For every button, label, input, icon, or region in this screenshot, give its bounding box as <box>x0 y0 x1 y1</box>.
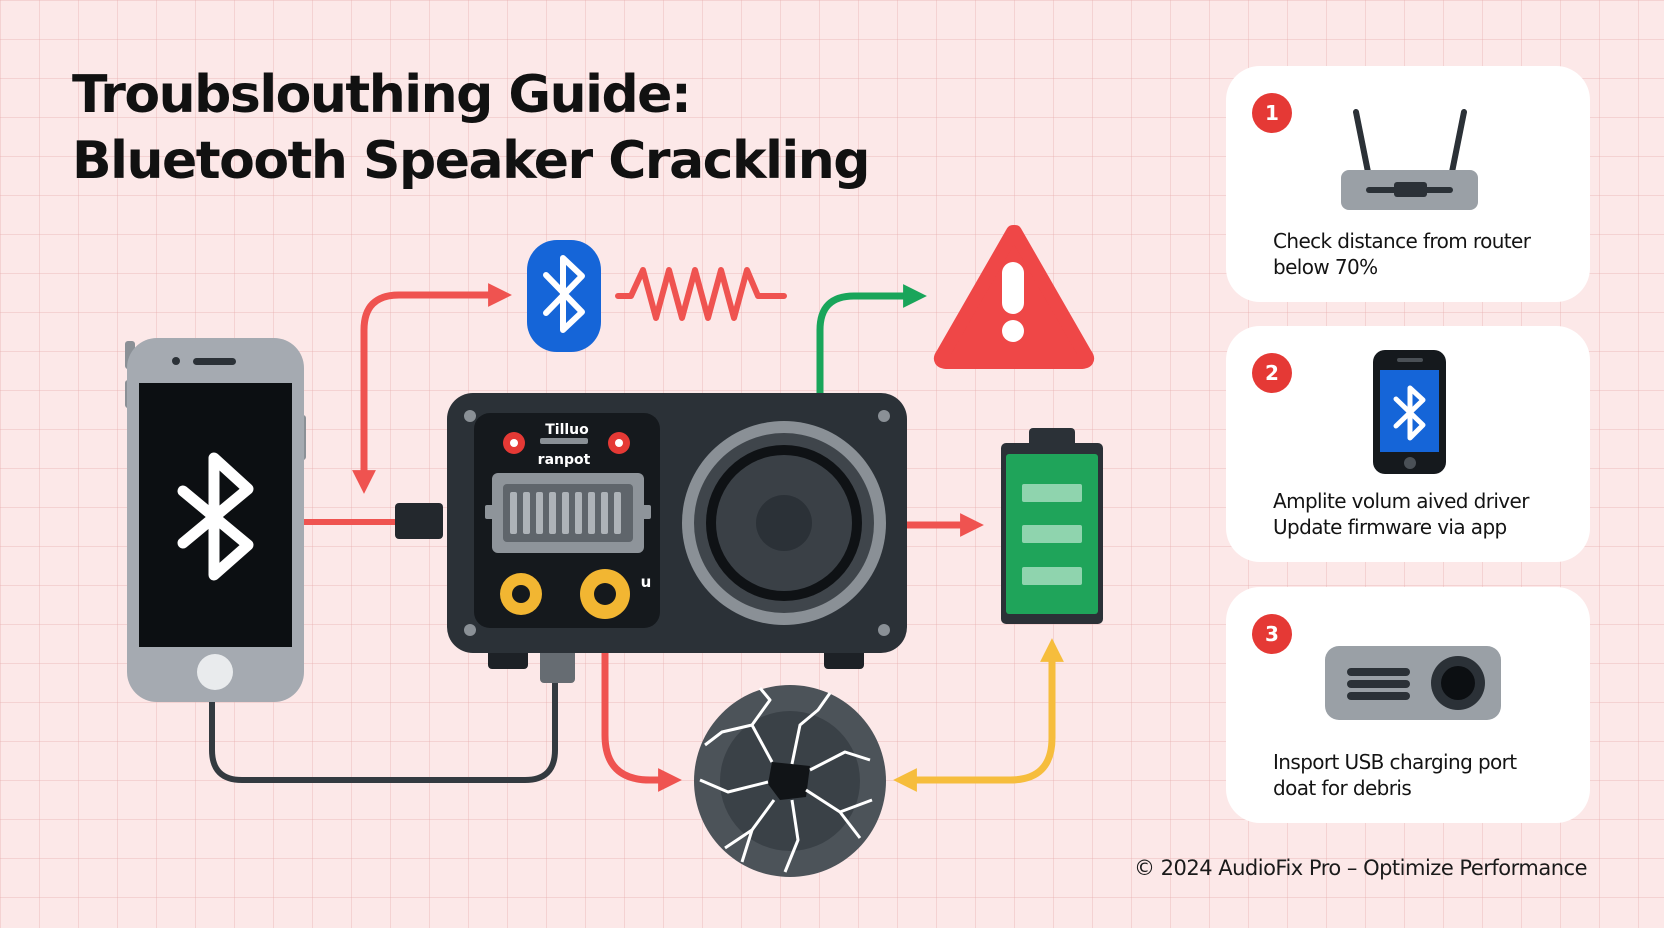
signal-wave-icon <box>615 267 787 321</box>
title-line-2: Bluetooth Speaker Crackling <box>72 131 870 191</box>
step-text-line-1: Amplite volum aived driver <box>1273 489 1529 513</box>
step-text: Amplite volum aived driver Update firmwa… <box>1273 488 1570 540</box>
arrow-amp-to-warning <box>816 284 927 395</box>
bidirectional-arrow-phone-bluetooth <box>352 283 512 494</box>
step-text-line-2: Update firmware via app <box>1273 515 1507 539</box>
amplifier-unit <box>395 393 907 683</box>
page-title: Troubslouthing Guide: Bluetooth Speaker … <box>72 62 870 194</box>
amp-label-2: ranpot <box>538 452 591 468</box>
step-text-line-2: doat for debris <box>1273 776 1412 800</box>
usb-port-icon <box>1325 646 1501 720</box>
router-icon <box>1341 109 1478 210</box>
broken-speaker-icon <box>694 685 886 877</box>
warning-icon <box>933 225 1095 369</box>
phone-bluetooth-icon <box>1373 350 1446 474</box>
footer-copyright: © 2024 AudioFix Pro – Optimize Performan… <box>1133 856 1588 880</box>
step-number-badge: 2 <box>1252 353 1292 393</box>
amp-label-1: Tilluo <box>545 422 589 438</box>
step-text-line-2: below 70% <box>1273 255 1378 279</box>
arrow-jack-to-speaker <box>601 612 682 792</box>
step-text-line-1: Insport USB charging port <box>1273 750 1517 774</box>
step-card-2: 2 Amplite volum aived driver Update firm… <box>1226 326 1590 562</box>
step-text: Insport USB charging port doat for debri… <box>1273 749 1570 801</box>
bidirectional-arrow-speaker-battery <box>893 638 1064 792</box>
step-text-line-1: Check distance from router <box>1273 229 1531 253</box>
step-card-3: 3 Insport USB charging port doat for deb… <box>1226 587 1590 823</box>
bluetooth-icon <box>177 452 254 581</box>
charging-cable <box>209 680 558 783</box>
amp-side-mark: u <box>641 573 652 591</box>
step-card-1: 1 Check distance from router below 70% <box>1226 66 1590 302</box>
title-line-1: Troubslouthing Guide: <box>72 65 692 125</box>
step-number-badge: 1 <box>1252 93 1292 133</box>
bluetooth-badge-icon <box>527 240 601 352</box>
step-number-badge: 3 <box>1252 614 1292 654</box>
battery-icon <box>1001 428 1103 624</box>
step-text: Check distance from router below 70% <box>1273 228 1570 280</box>
